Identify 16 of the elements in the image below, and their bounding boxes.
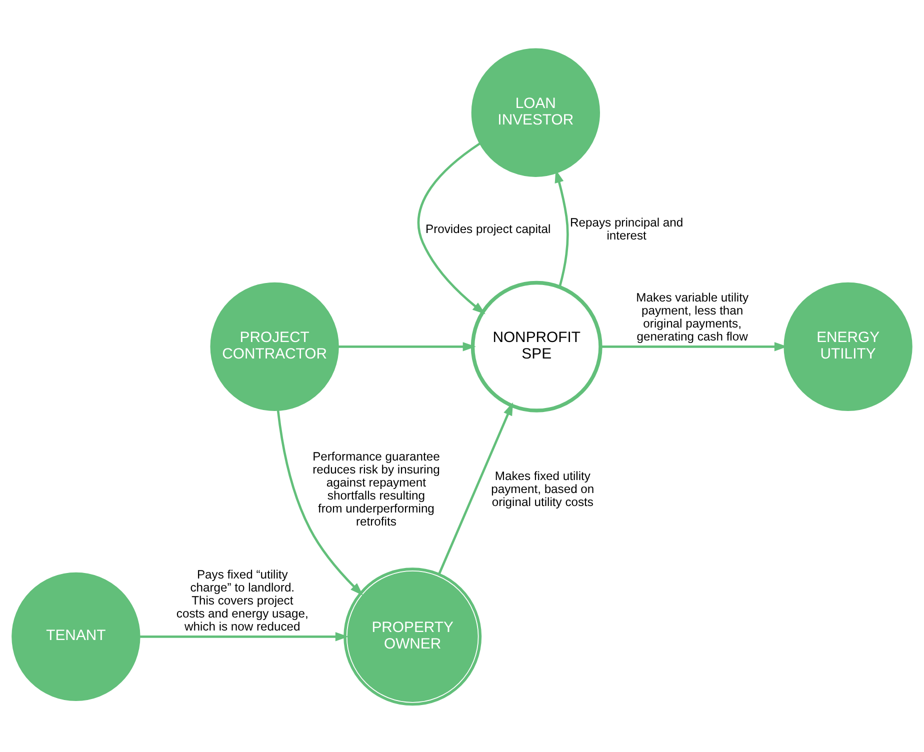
node-circle: ENERGY UTILITY	[784, 282, 912, 410]
edge-label: Makes variable utility payment, less than original payments, generating cash flow	[636, 290, 749, 344]
edge-label: Makes fixed utility payment, based on original utility costs	[491, 468, 594, 509]
arrow	[140, 632, 348, 641]
edge-label: Repays principal and interest	[570, 214, 684, 242]
edge-label: Provides project capital	[426, 221, 551, 236]
arrow	[276, 410, 364, 596]
arrow	[417, 142, 486, 314]
node-circle: PROPERTY OWNER	[344, 567, 482, 706]
arrow	[338, 342, 476, 351]
node-circle: TENANT	[12, 572, 140, 700]
node-circle: PROJECT CONTRACTOR	[210, 282, 339, 410]
edge-label: Pays fixed “utility charge” to landlord. This covers project costs and energy usage, which is now reduced	[176, 566, 308, 634]
arrow	[438, 402, 514, 574]
node-circle: LOAN INVESTOR	[471, 48, 600, 176]
edge-label: Performance guarantee reduces risk by insuring against repayment shortfalls resulting from underperforming retrofits	[312, 448, 440, 528]
